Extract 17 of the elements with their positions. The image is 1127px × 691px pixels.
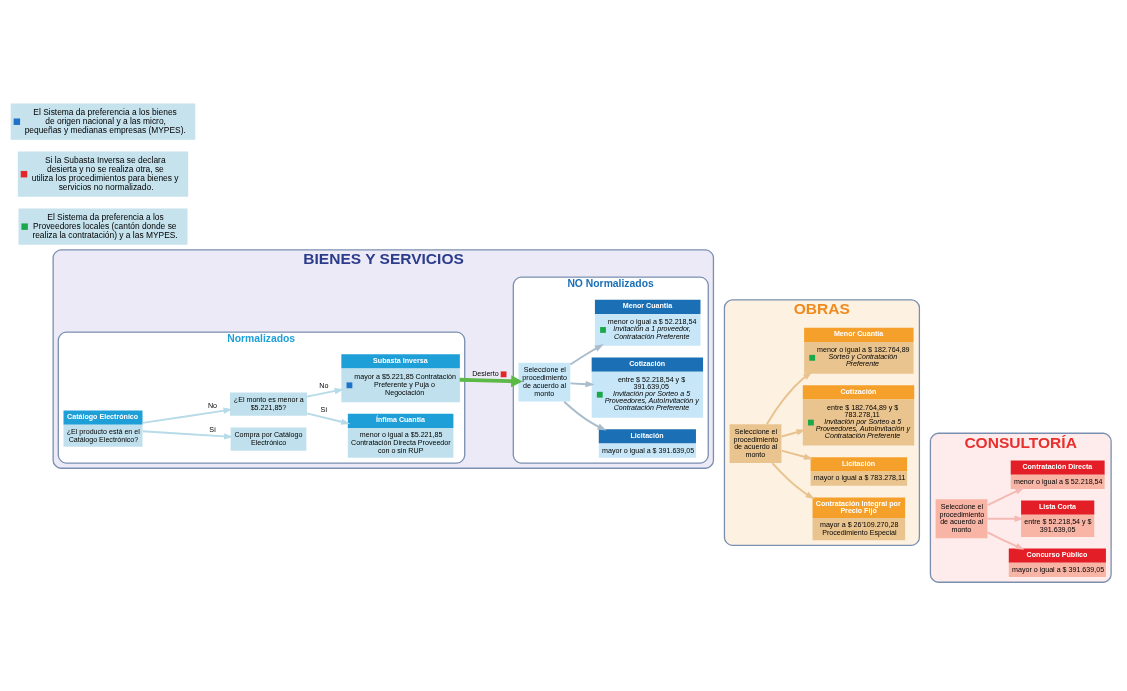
arrow bbox=[305, 387, 344, 398]
arrow bbox=[986, 487, 1025, 507]
arrow bbox=[141, 430, 234, 440]
arrow bbox=[141, 407, 233, 424]
arrow bbox=[569, 344, 604, 366]
arrow bbox=[986, 515, 1024, 522]
arrow bbox=[459, 375, 523, 388]
arrow bbox=[563, 400, 607, 431]
arrow bbox=[780, 429, 806, 438]
arrow bbox=[986, 531, 1025, 550]
legend-label: El Sistema da preferencia a los bienes de origen nacional y a las micro, pequeñas y medianas empresas (MYPES). bbox=[24, 106, 186, 135]
legend-label: Si la Subasta Inversa se declara desierta y no se realiza otra, se utiliza los procedimientos para bienes y servicios no normalizado. bbox=[31, 154, 179, 192]
arrow bbox=[305, 412, 351, 425]
legend-label: El Sistema da preferencia a los Proveedores locales (cantón donde se realiza la contratación) y a las MYPES. bbox=[32, 211, 178, 240]
arrow bbox=[771, 462, 815, 500]
arrow bbox=[569, 380, 595, 388]
arrow bbox=[780, 449, 814, 460]
